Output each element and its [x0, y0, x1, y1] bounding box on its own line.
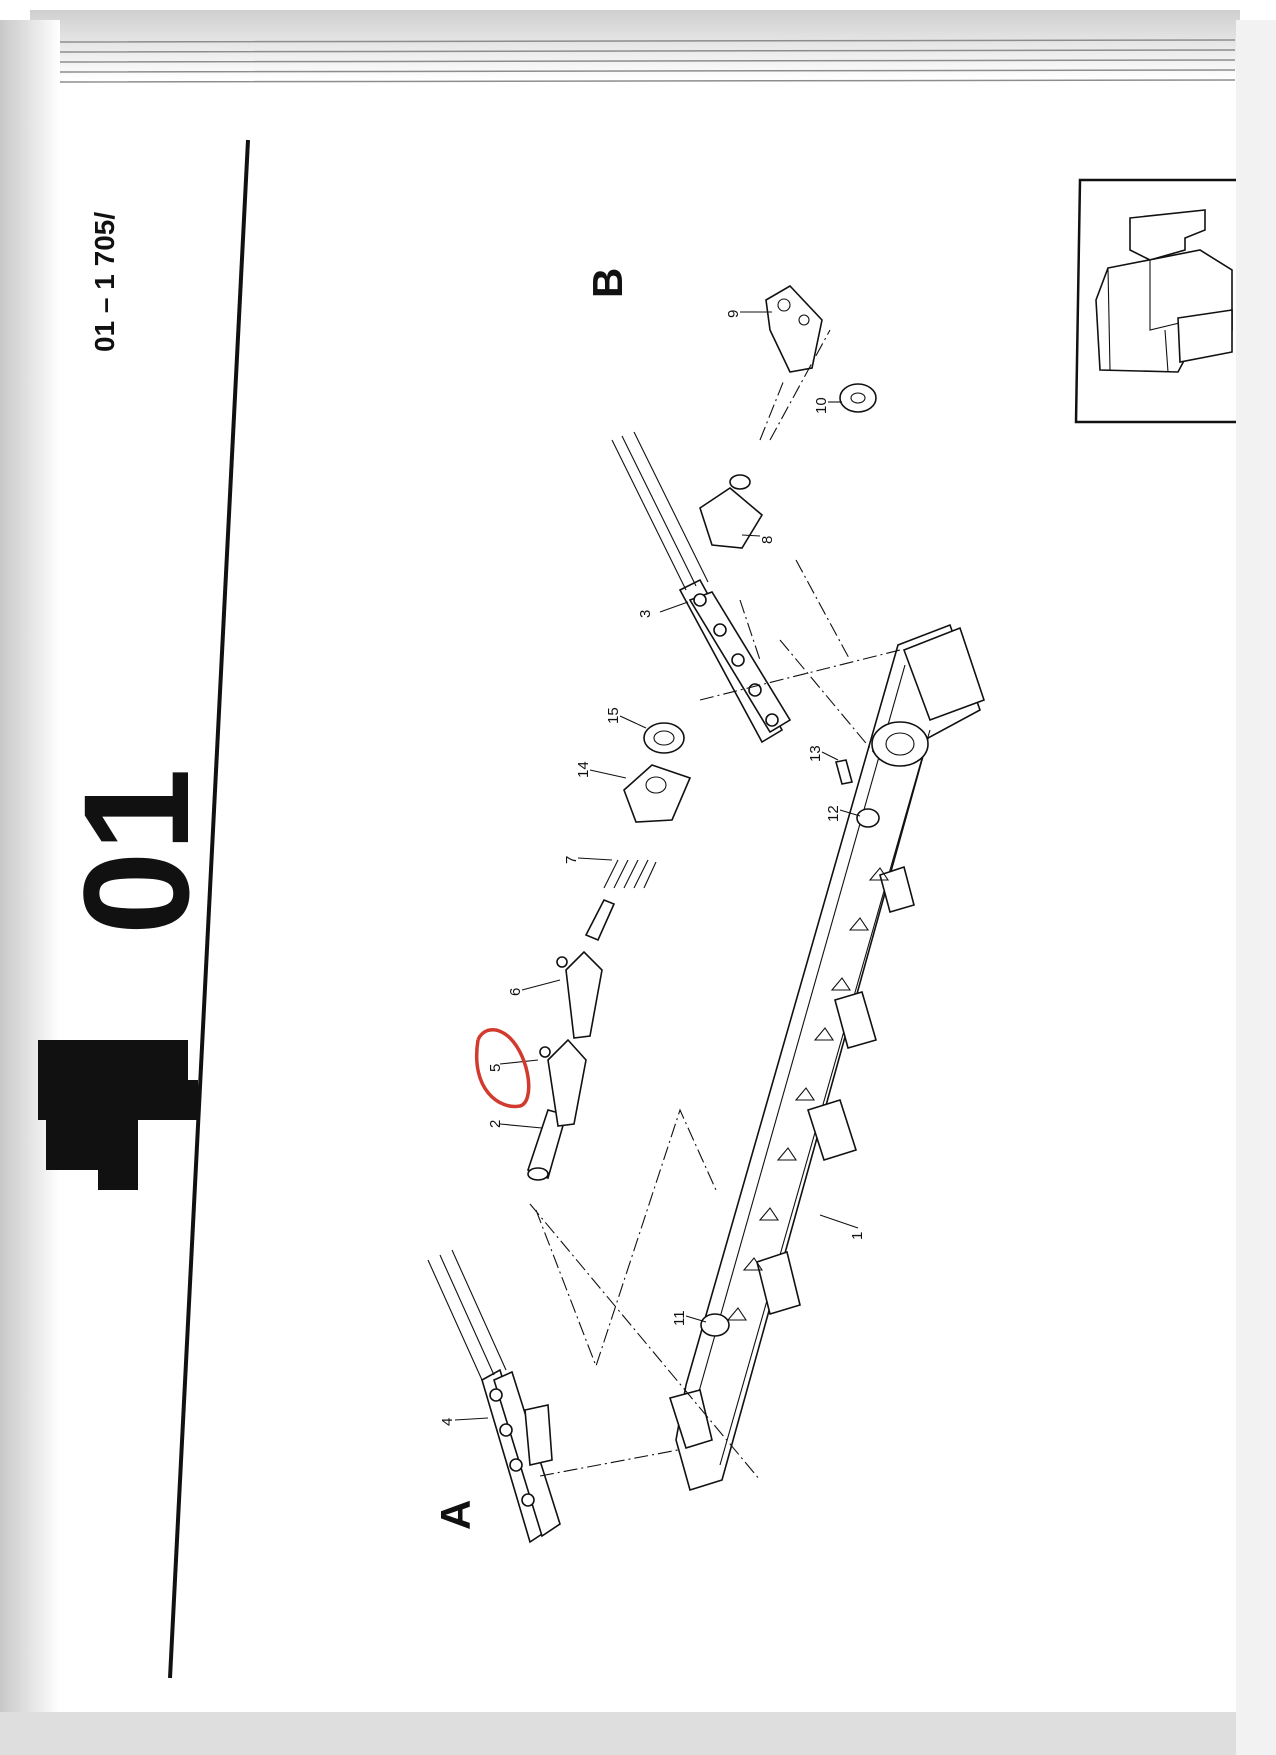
part-8-block: [699, 474, 764, 549]
callout-11: 11: [671, 1310, 688, 1326]
part-3-roller-chain: [678, 578, 792, 744]
margin-rule: [168, 139, 250, 1679]
view-label-b: B: [584, 268, 631, 298]
part-14-block: [623, 764, 692, 823]
callout-2: 2: [487, 1120, 504, 1128]
document-number: 01 – 1 705/: [89, 212, 120, 352]
callout-4: 4: [439, 1418, 456, 1426]
part-13-screw: [835, 759, 853, 785]
section-number: 01: [52, 768, 220, 935]
part-6-clip: [556, 950, 603, 1039]
part-7-spring: [584, 859, 657, 942]
scan-bottom-edge: [0, 1712, 1276, 1755]
callout-12: 12: [825, 805, 842, 822]
part-4-roller-chain: [481, 1368, 561, 1544]
callout-8: 8: [759, 536, 776, 544]
callouts: 1 2 3 4 5 6 7 8 9 10 11 12 13 14 15: [439, 310, 866, 1426]
callout-14: 14: [575, 761, 592, 778]
callout-3: 3: [637, 610, 654, 618]
scan-right-edge: [1236, 20, 1276, 1755]
rail-teeth: [726, 867, 890, 1321]
callout-5: 5: [487, 1064, 504, 1072]
part-15-bush: [643, 722, 685, 754]
callout-15: 15: [605, 707, 622, 724]
callout-13: 13: [807, 745, 824, 762]
callout-6: 6: [507, 988, 524, 996]
part-10-roller: [839, 383, 877, 413]
callout-9: 9: [725, 310, 742, 318]
view-label-a: A: [432, 1500, 479, 1530]
assembly-lines: [529, 329, 901, 1481]
chain-guide-lines-a: [427, 1249, 507, 1381]
callout-10: 10: [813, 397, 830, 414]
manufacturer-logo: [38, 1040, 198, 1190]
part-1-main-rail: [668, 623, 986, 1492]
highlight-circle: [474, 1028, 531, 1109]
part-5-clip: [539, 1038, 587, 1127]
orientation-inset: [1074, 178, 1236, 424]
chain-guide-lines-b: [611, 431, 709, 591]
scan-spine: [0, 20, 60, 1740]
part-9-lever: [765, 284, 823, 373]
page-fold-lines: [59, 39, 1236, 83]
callout-1: 1: [849, 1232, 866, 1240]
callout-7: 7: [563, 856, 580, 864]
scan-top-edge: [30, 10, 1240, 80]
